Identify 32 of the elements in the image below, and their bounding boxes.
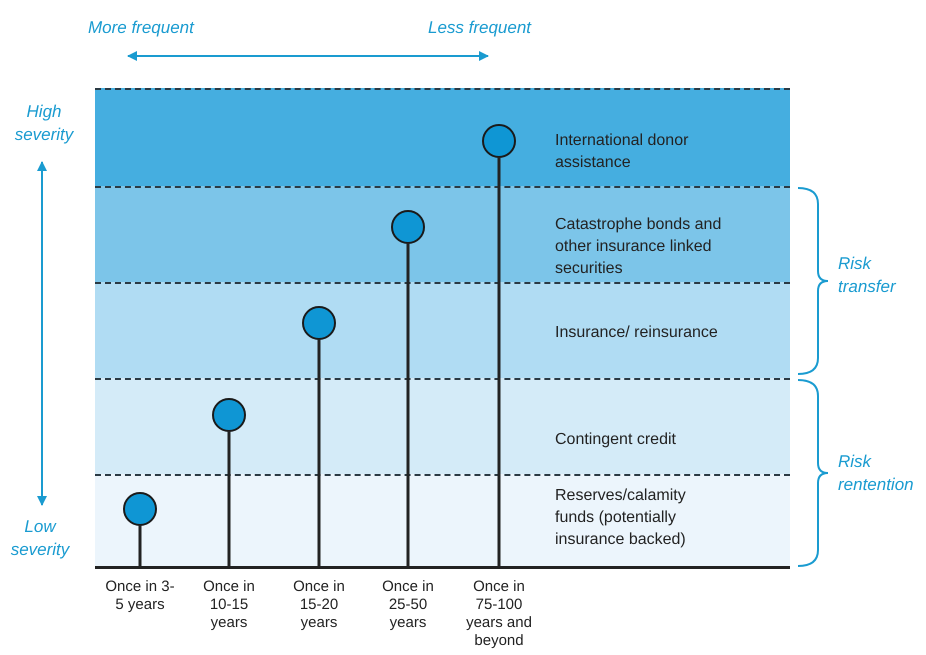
baseline (95, 566, 790, 569)
stem-line (228, 431, 230, 566)
axis-label: Low severity (10, 516, 71, 561)
category-band (95, 88, 790, 186)
band-label: Reserves/calamity funds (potentially insurance backed) (555, 486, 687, 550)
axis-label: More frequent (88, 17, 194, 39)
axis-label: High severity (14, 101, 75, 146)
axis-label: Once in 10-15 years (202, 578, 256, 632)
stem-line (406, 243, 410, 566)
category-band (95, 186, 790, 282)
stem-line (318, 339, 320, 566)
lollipop-circle (391, 210, 425, 244)
axis-label: Once in 75-100 years and beyond (465, 578, 533, 650)
axis-label: Once in 25-50 years (381, 578, 435, 632)
stem-line (498, 157, 500, 566)
stem-line (138, 525, 142, 566)
band-label: International donor assistance (555, 131, 690, 173)
axis-label: Once in 15-20 years (292, 578, 346, 632)
axis-label: Less frequent (428, 17, 532, 39)
category-band (95, 282, 790, 378)
axis-label: Once in 3-5 years (104, 578, 176, 614)
lollipop-circle (302, 306, 336, 340)
band-label: Contingent credit (555, 430, 677, 450)
lollipop-circle (212, 398, 246, 432)
category-band (95, 378, 790, 474)
band-label: Insurance/ reinsurance (555, 323, 719, 343)
lollipop-circle (123, 492, 157, 526)
band-label: Catastrophe bonds and other insurance linked securities (555, 215, 722, 279)
bracket-label: Risk rentention (838, 451, 915, 496)
bracket-label: Risk transfer (838, 253, 898, 298)
category-band (95, 474, 790, 567)
lollipop-circle (482, 124, 516, 158)
